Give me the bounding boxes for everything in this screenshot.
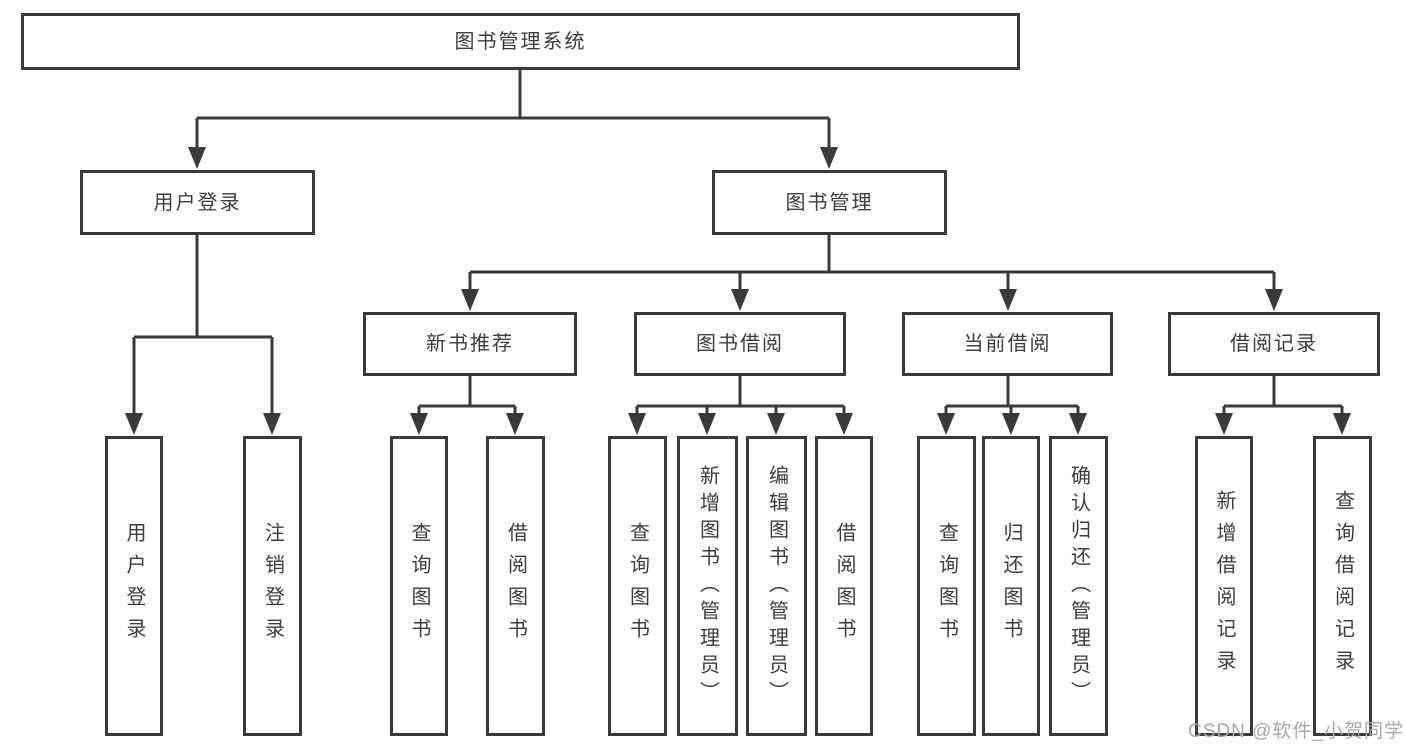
node-borrow-records: 借阅记录: [1168, 312, 1380, 376]
node-borrow-add-book-admin: 新增图书（管理员）: [677, 436, 738, 736]
node-recommend-query-book: 查询图书: [390, 436, 448, 736]
node-login-user-login: 用户登录: [105, 436, 163, 736]
node-login-logout: 注销登录: [243, 436, 302, 736]
node-current-borrow: 当前借阅: [902, 312, 1113, 376]
node-records-query-record: 查询借阅记录: [1313, 436, 1372, 736]
node-recommend-borrow-book: 借阅图书: [486, 436, 545, 736]
node-borrow-borrow-book: 借阅图书: [815, 436, 873, 736]
node-new-book-recommend: 新书推荐: [363, 312, 577, 376]
node-book-borrow: 图书借阅: [634, 312, 846, 376]
node-current-query-book: 查询图书: [917, 436, 976, 736]
node-borrow-query-book: 查询图书: [608, 436, 667, 736]
node-book-management: 图书管理: [712, 170, 947, 235]
csdn-watermark: CSDN @软件_小贺同学: [1188, 721, 1404, 742]
node-user-login: 用户登录: [80, 170, 315, 235]
node-borrow-edit-book-admin: 编辑图书（管理员）: [746, 436, 807, 736]
node-current-return-book: 归还图书: [982, 436, 1040, 736]
node-records-add-record: 新增借阅记录: [1195, 436, 1253, 736]
node-root-library-system: 图书管理系统: [21, 13, 1020, 70]
node-current-confirm-return-admin: 确认归还（管理员）: [1049, 436, 1108, 736]
